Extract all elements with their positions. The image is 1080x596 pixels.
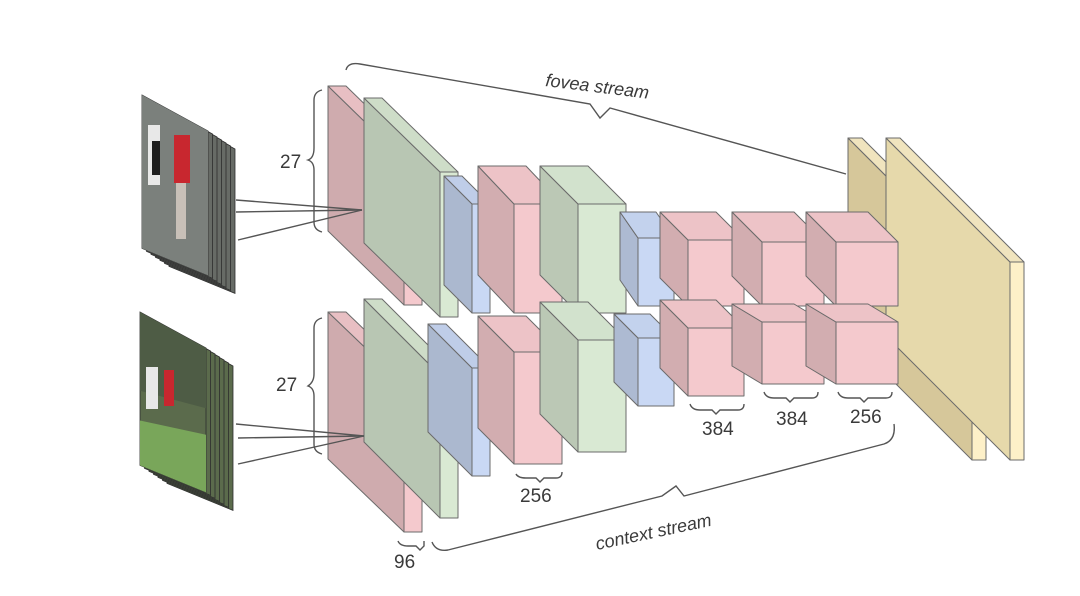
fovea-input-runner-legs bbox=[176, 183, 186, 239]
context-conv3 bbox=[659, 299, 745, 397]
fovea-input-frames bbox=[141, 94, 236, 294]
context-input-frames bbox=[139, 311, 234, 511]
context-conv5-front bbox=[835, 321, 899, 385]
fovea-rf-line-3 bbox=[237, 209, 363, 241]
fovea-rf-line-2 bbox=[235, 209, 363, 213]
fc-layer-2 bbox=[885, 137, 1025, 461]
fovea-input-background bbox=[142, 95, 208, 276]
conv4-brace bbox=[763, 391, 819, 403]
conv5-brace bbox=[837, 391, 893, 403]
fully-connected-layers bbox=[847, 137, 1025, 461]
context-input-size-label: 27 bbox=[276, 375, 297, 396]
fovea-rf-line-1 bbox=[235, 199, 363, 211]
fovea-stream-brace bbox=[345, 62, 847, 175]
fovea-input-size-label: 27 bbox=[280, 152, 301, 173]
context-rf-line-3 bbox=[237, 435, 365, 465]
fovea-stream-layers bbox=[327, 85, 899, 318]
conv4-filter-count: 384 bbox=[776, 409, 808, 430]
context-rf-line-1 bbox=[235, 423, 365, 437]
fc-layer-2-front bbox=[1009, 261, 1025, 461]
context-stream-label: context stream bbox=[594, 510, 714, 554]
context-conv5 bbox=[805, 303, 899, 385]
conv3-brace bbox=[689, 403, 745, 415]
fovea-stream-label: fovea stream bbox=[545, 70, 651, 103]
context-input-grass bbox=[140, 420, 206, 493]
fovea-norm2-front bbox=[577, 203, 627, 314]
conv2-filter-count: 256 bbox=[520, 486, 552, 507]
context-input-frame-1 bbox=[139, 311, 207, 493]
conv1-brace bbox=[397, 540, 425, 551]
fovea-norm2 bbox=[539, 165, 627, 314]
conv3-filter-count: 384 bbox=[702, 419, 734, 440]
fovea-input-runner-red bbox=[174, 135, 190, 183]
context-size-brace bbox=[306, 317, 323, 455]
fovea-input-frame-1 bbox=[141, 94, 209, 276]
fovea-conv5-front bbox=[835, 241, 899, 307]
fovea-input-runner-jersey bbox=[152, 141, 160, 175]
context-rf-line-2 bbox=[237, 435, 365, 439]
context-input-runner-white bbox=[146, 367, 158, 409]
fovea-size-brace bbox=[305, 89, 323, 233]
conv1-filter-count: 96 bbox=[394, 552, 415, 573]
context-conv3-front bbox=[687, 327, 745, 397]
context-stream-brace bbox=[431, 423, 895, 552]
conv2-brace bbox=[515, 471, 563, 483]
context-input-runner-jersey bbox=[164, 370, 174, 406]
context-stream-layers bbox=[327, 298, 899, 533]
connector-lines bbox=[235, 62, 895, 552]
conv5-filter-count: 256 bbox=[850, 407, 882, 428]
fovea-conv5 bbox=[805, 211, 899, 307]
